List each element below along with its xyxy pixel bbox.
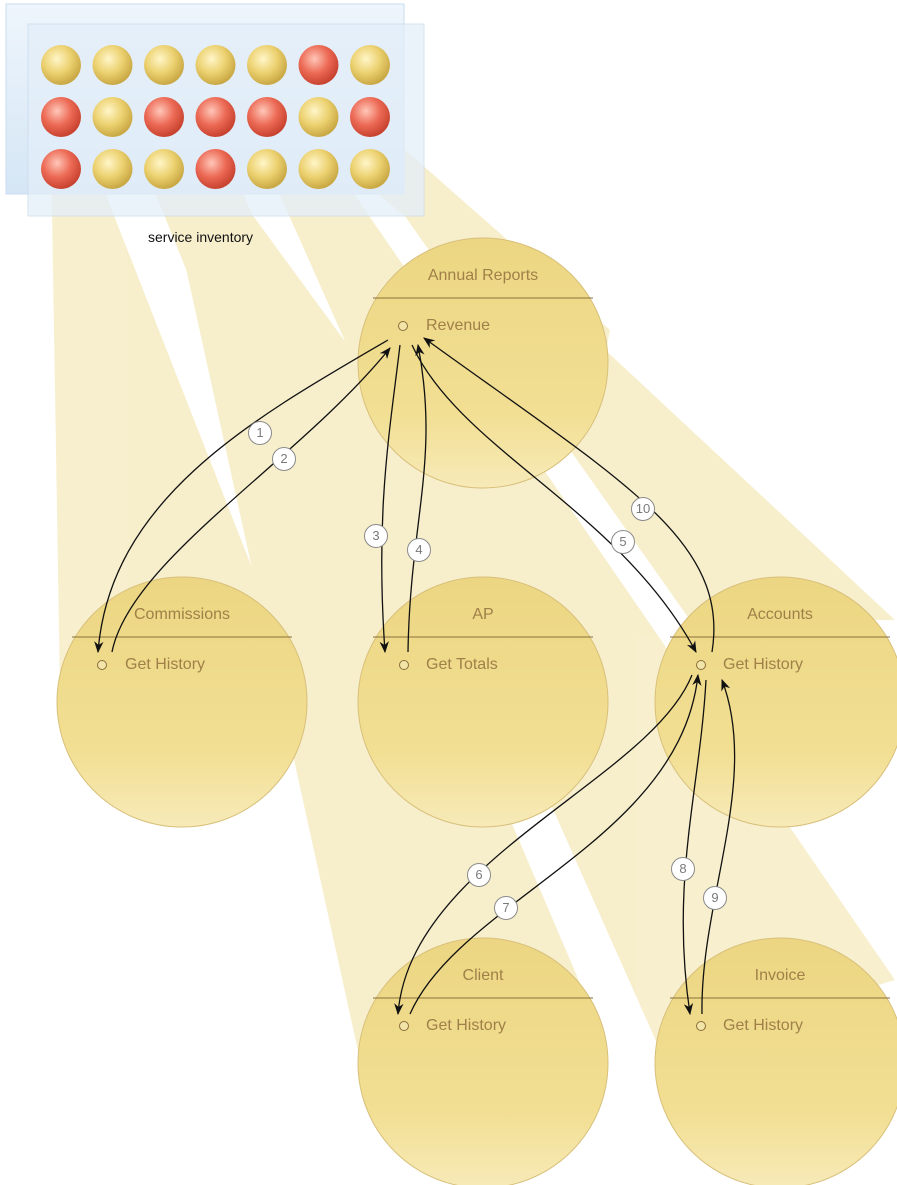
path-step-5 bbox=[411, 344, 697, 654]
inventory-service-red-ball bbox=[350, 97, 390, 137]
operation-port-icon bbox=[398, 321, 408, 331]
inventory-service-red-ball bbox=[247, 97, 287, 137]
service-accounts bbox=[654, 576, 897, 828]
service-title-ap: AP bbox=[472, 606, 494, 623]
inventory-service-red-ball bbox=[144, 97, 184, 137]
inventory-service-yellow-ball bbox=[350, 45, 390, 85]
service-circle-invoice bbox=[654, 937, 897, 1185]
step-number-4: 4 bbox=[407, 538, 431, 562]
operation-label-get-totals: Get Totals bbox=[426, 656, 498, 673]
inventory-service-yellow-ball bbox=[144, 149, 184, 189]
step-number-1: 1 bbox=[248, 421, 272, 445]
path-step-6 bbox=[394, 674, 693, 1016]
path-step-2 bbox=[111, 347, 391, 653]
service-title-invoice: Invoice bbox=[754, 967, 806, 984]
inventory-service-yellow-ball bbox=[92, 97, 133, 137]
beam-commissions bbox=[50, 90, 300, 690]
inventory-service-yellow-ball bbox=[298, 97, 339, 137]
service-commissions bbox=[56, 576, 308, 828]
step-number-3: 3 bbox=[364, 524, 388, 548]
path-step-3 bbox=[379, 344, 401, 654]
step-number-8: 8 bbox=[671, 857, 695, 881]
service-invoice bbox=[654, 937, 897, 1185]
path-step-4 bbox=[407, 343, 427, 653]
operation-label-commissions-get-history: Get History bbox=[125, 656, 206, 673]
service-title-client: Client bbox=[462, 967, 504, 984]
service-circles bbox=[56, 237, 897, 1185]
inventory-service-red-ball bbox=[41, 97, 81, 137]
inventory-service-yellow-ball bbox=[92, 149, 133, 189]
path-step-8 bbox=[682, 679, 707, 1016]
inventory-service-yellow-ball bbox=[350, 149, 390, 189]
inventory-service-yellow-ball bbox=[195, 45, 236, 85]
operation-label-invoice-get-history: Get History bbox=[723, 1017, 804, 1034]
inventory-service-red-ball bbox=[298, 45, 339, 85]
operation-label-accounts-get-history: Get History bbox=[723, 656, 804, 673]
operation-port-icon bbox=[399, 1021, 409, 1031]
beam-client bbox=[160, 140, 600, 1060]
operation-port-icon bbox=[696, 660, 706, 670]
inventory-service-yellow-ball bbox=[144, 45, 184, 85]
service-title-accounts: Accounts bbox=[747, 606, 813, 623]
inventory-service-yellow-ball bbox=[247, 149, 287, 189]
inventory-service-yellow-ball bbox=[298, 149, 339, 189]
operation-port-icon bbox=[399, 660, 409, 670]
step-number-2: 2 bbox=[272, 447, 296, 471]
inventory-service-red-ball bbox=[195, 97, 236, 137]
step-number-10: 10 bbox=[631, 497, 655, 521]
operation-port-icon bbox=[696, 1021, 706, 1031]
operation-port-icon bbox=[97, 660, 107, 670]
inventory-caption: service inventory bbox=[148, 229, 254, 245]
service-circle-commissions bbox=[56, 576, 308, 828]
beam-accounts bbox=[330, 110, 895, 620]
operation-label-revenue: Revenue bbox=[426, 317, 491, 334]
service-circle-client bbox=[357, 937, 609, 1185]
path-step-7 bbox=[409, 673, 702, 1015]
operation-label-client-get-history: Get History bbox=[426, 1017, 507, 1034]
step-number-5: 5 bbox=[611, 530, 635, 554]
service-ap bbox=[357, 576, 609, 828]
service-inventory-panel bbox=[5, 3, 425, 217]
path-step-1 bbox=[94, 339, 389, 654]
inventory-service-red-ball bbox=[195, 149, 236, 189]
service-circle-accounts bbox=[654, 576, 897, 828]
service-client bbox=[357, 937, 609, 1185]
inventory-service-yellow-ball bbox=[92, 45, 133, 85]
inventory-service-red-ball bbox=[41, 149, 81, 189]
service-title-commissions: Commissions bbox=[133, 606, 230, 623]
path-step-9 bbox=[701, 678, 736, 1015]
inventory-service-yellow-ball bbox=[41, 45, 81, 85]
step-number-9: 9 bbox=[703, 886, 727, 910]
inventory-service-yellow-ball bbox=[247, 45, 287, 85]
inventory-balls bbox=[41, 45, 390, 189]
step-number-7: 7 bbox=[494, 896, 518, 920]
service-circle-ap bbox=[357, 576, 609, 828]
step-number-6: 6 bbox=[467, 863, 491, 887]
service-title-annual-reports: Annual Reports bbox=[427, 267, 539, 284]
